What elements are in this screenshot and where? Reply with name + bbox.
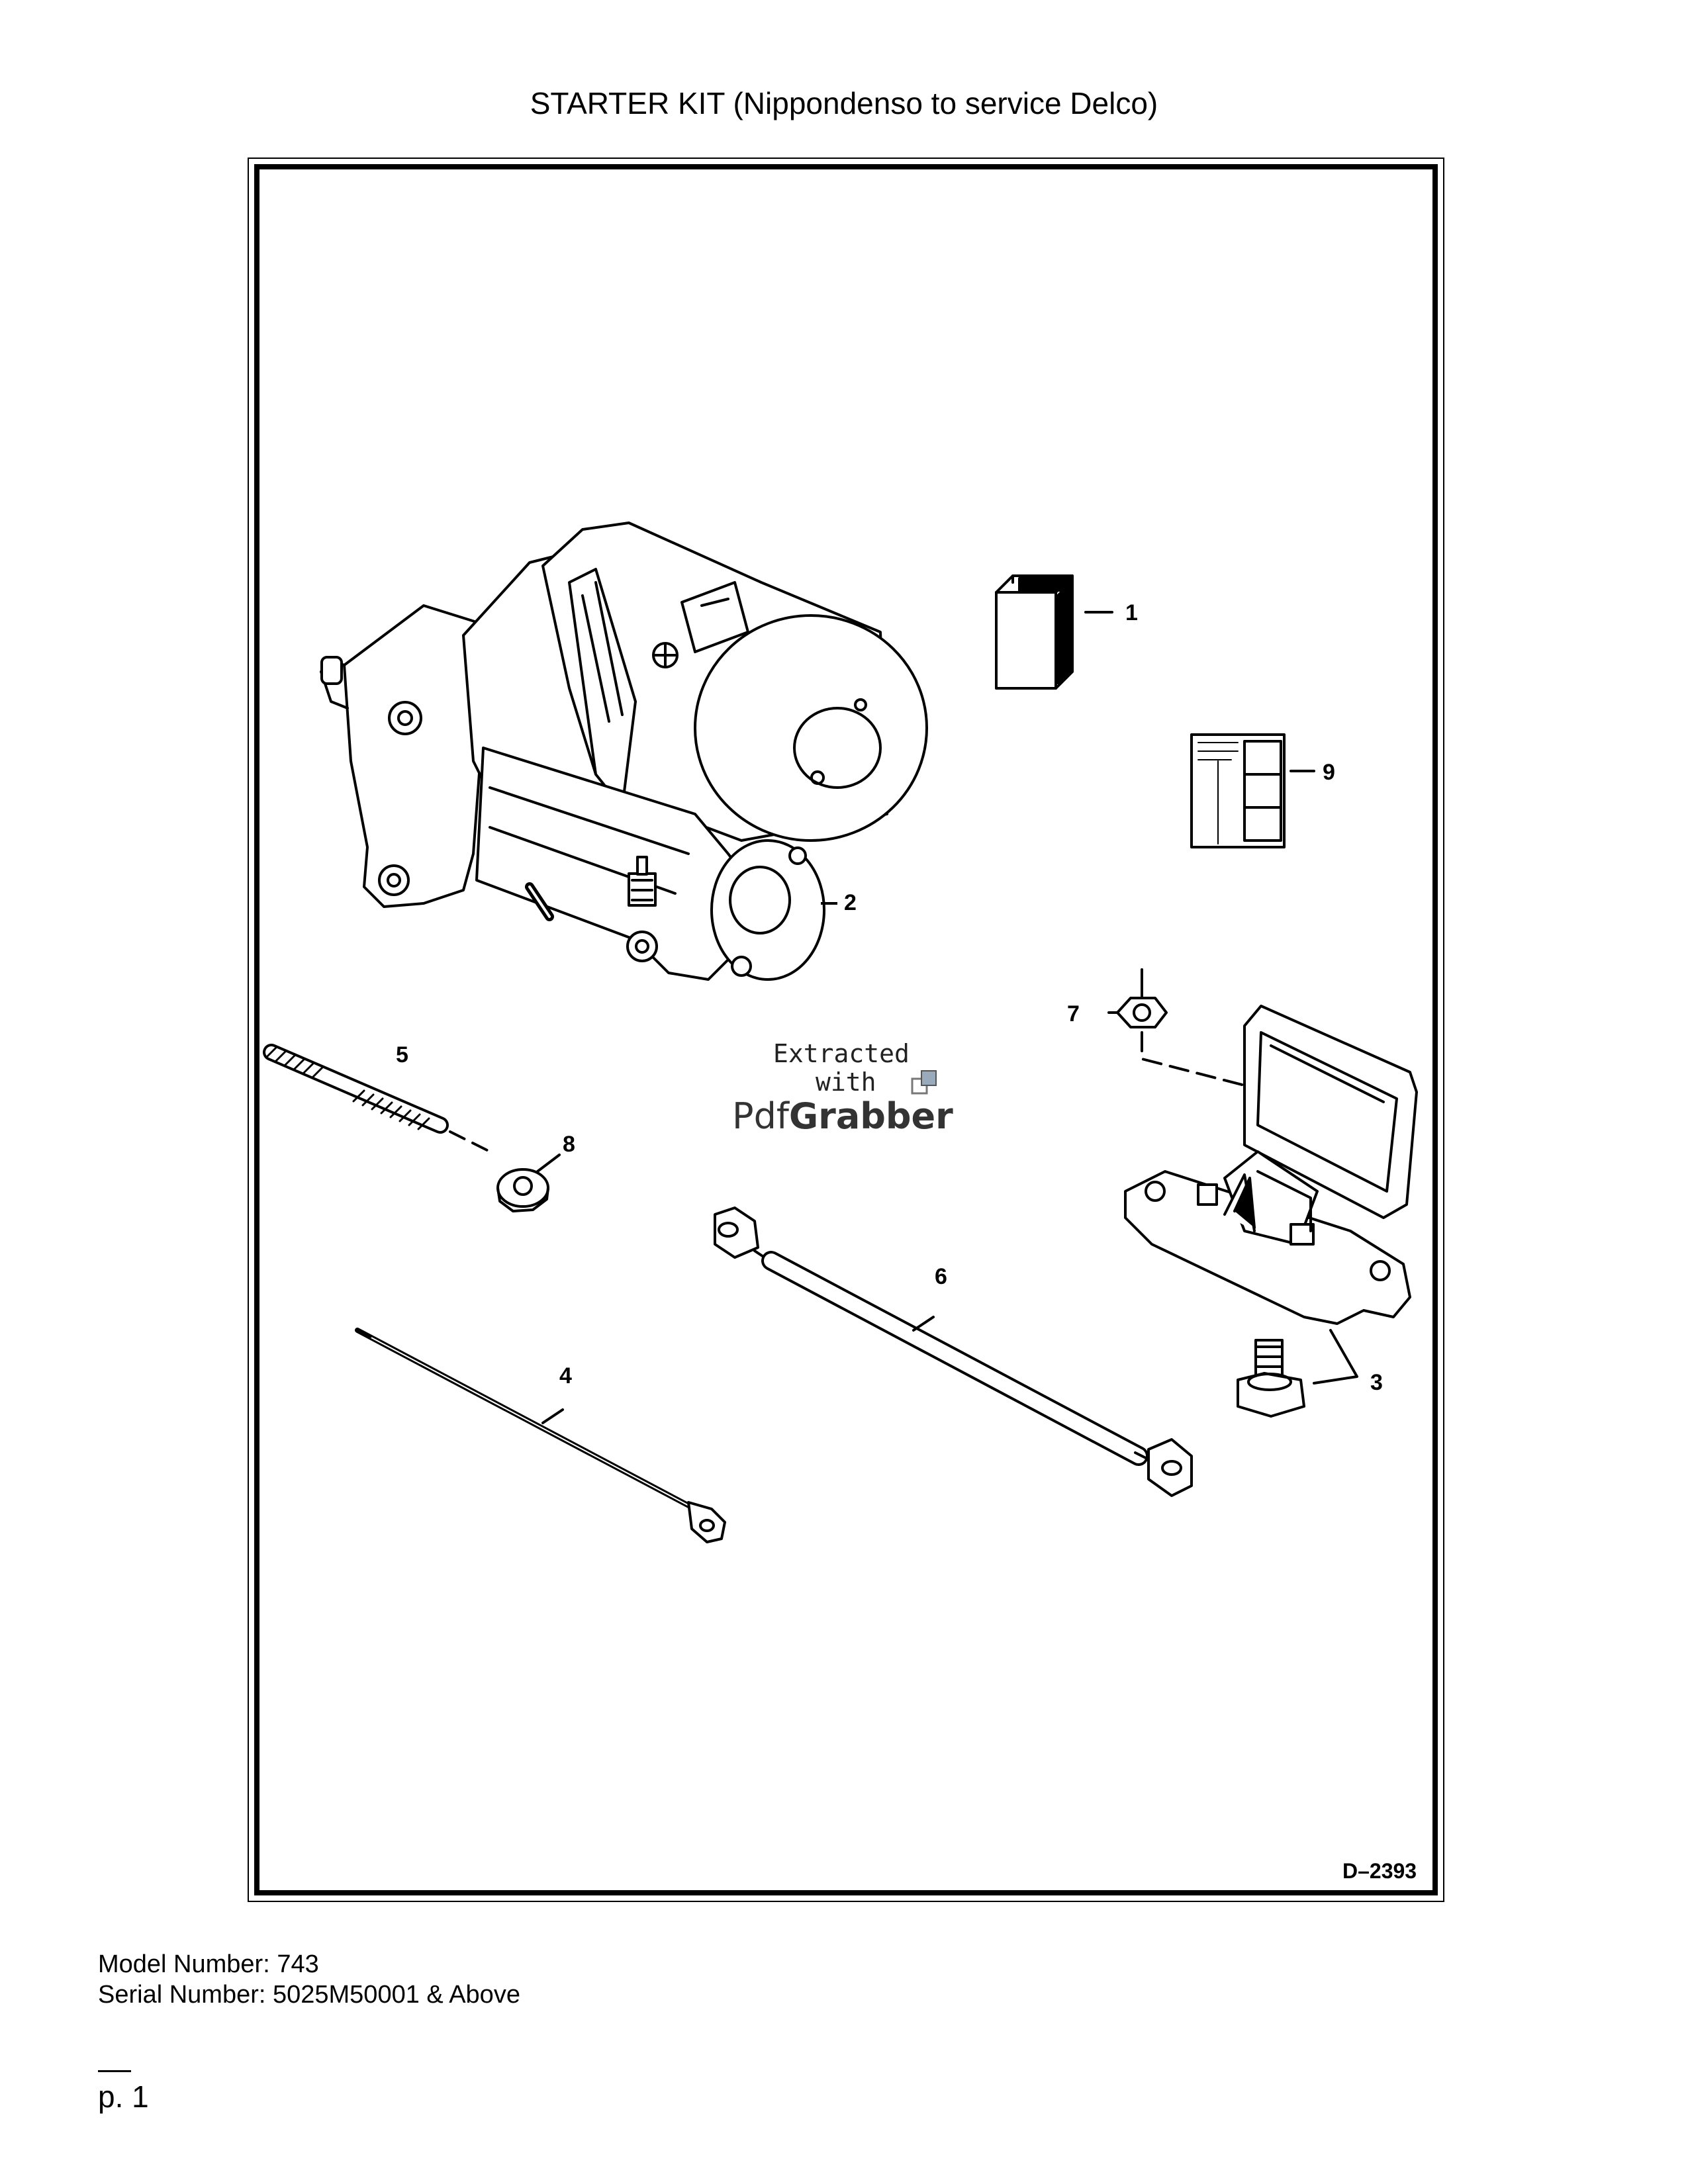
- watermark-logo-icon: [911, 1070, 937, 1095]
- footer-rule: [98, 2070, 131, 2072]
- watermark-line-2: with: [816, 1068, 876, 1097]
- callout-2: 2: [844, 890, 857, 915]
- callout-1: 1: [1125, 600, 1138, 625]
- model-number: Model Number: 743: [98, 1949, 319, 1979]
- model-number-label: Model Number:: [98, 1950, 270, 1978]
- brush-block-drawing: [995, 574, 1113, 690]
- serial-number-value: 5025M50001 & Above: [272, 1981, 520, 2009]
- watermark-line-1: Extracted: [773, 1039, 910, 1068]
- page-title: STARTER KIT (Nippondenso to service Delc…: [530, 86, 1158, 120]
- instruction-card-drawing: [1190, 733, 1315, 848]
- flange-nut-drawing: [496, 1154, 561, 1212]
- callout-7: 7: [1067, 1001, 1080, 1026]
- drawing-id: D–2393: [1342, 1859, 1417, 1883]
- wire-drawing: [355, 1328, 726, 1543]
- callout-5: 5: [396, 1042, 408, 1068]
- stud-drawing: [263, 1044, 491, 1153]
- callout-3: 3: [1370, 1370, 1383, 1395]
- serial-number-label: Serial Number:: [98, 1981, 266, 2009]
- terminal-box-drawing: [1124, 1005, 1418, 1418]
- watermark-brand-bold: Grabber: [789, 1095, 953, 1137]
- starter-motor-drawing: [320, 522, 928, 981]
- callout-9: 9: [1323, 760, 1335, 785]
- watermark-brand: PdfGrabber: [732, 1095, 953, 1137]
- callout-4: 4: [559, 1363, 572, 1388]
- model-number-value: 743: [277, 1950, 319, 1978]
- hex-nut-drawing: [1107, 968, 1246, 1087]
- page-number: p. 1: [98, 2079, 149, 2114]
- parts-diagram-inner-border: [254, 164, 1438, 1895]
- battery-cable-drawing: [714, 1206, 1193, 1497]
- parts-diagram-frame: [248, 158, 1444, 1902]
- serial-number: Serial Number: 5025M50001 & Above: [98, 1979, 520, 2010]
- callout-6: 6: [935, 1264, 947, 1289]
- callout-8: 8: [563, 1132, 575, 1157]
- watermark-brand-light: Pdf: [732, 1095, 790, 1137]
